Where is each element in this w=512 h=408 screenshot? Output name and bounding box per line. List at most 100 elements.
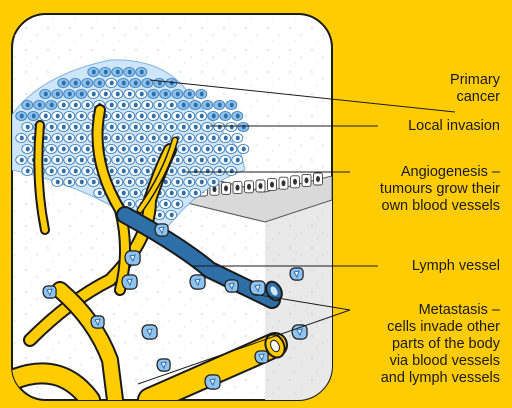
metastatic-cell bbox=[91, 316, 104, 328]
cancer-cell bbox=[130, 166, 141, 175]
cancer-cell bbox=[184, 89, 195, 98]
cancer-cell bbox=[22, 166, 33, 175]
cancer-cell bbox=[76, 155, 87, 164]
cancer-cell bbox=[196, 89, 207, 98]
cancer-cell bbox=[40, 111, 51, 120]
metastatic-cell bbox=[125, 251, 140, 265]
cancer-cell bbox=[136, 89, 147, 98]
cancer-cell bbox=[178, 188, 189, 197]
cancer-cell bbox=[106, 144, 117, 153]
cancer-cell bbox=[142, 144, 153, 153]
cancer-cell bbox=[40, 89, 51, 98]
cancer-cell bbox=[64, 111, 75, 120]
cancer-cell bbox=[124, 111, 135, 120]
cancer-cell bbox=[214, 166, 225, 175]
cancer-cell bbox=[64, 155, 75, 164]
cancer-cell bbox=[52, 177, 63, 186]
cancer-cell bbox=[130, 144, 141, 153]
cancer-cell bbox=[82, 78, 93, 87]
metastatic-cell bbox=[250, 281, 265, 295]
cancer-cell bbox=[46, 166, 57, 175]
cancer-cell bbox=[16, 155, 27, 164]
cancer-cell bbox=[160, 89, 171, 98]
cancer-cell bbox=[136, 111, 147, 120]
cancer-cell bbox=[226, 122, 237, 131]
cancer-cell bbox=[136, 155, 147, 164]
cancer-cell bbox=[226, 144, 237, 153]
cancer-cell bbox=[124, 155, 135, 164]
cancer-cell bbox=[70, 100, 81, 109]
cancer-cell bbox=[22, 144, 33, 153]
cancer-cell bbox=[154, 122, 165, 131]
metastatic-cell bbox=[190, 275, 205, 289]
cancer-cell bbox=[190, 100, 201, 109]
cancer-cell bbox=[52, 89, 63, 98]
cancer-cell bbox=[190, 122, 201, 131]
cancer-cell bbox=[106, 122, 117, 131]
cancer-cell bbox=[172, 111, 183, 120]
cancer-cell bbox=[220, 155, 231, 164]
label-local-invasion: Local invasion bbox=[408, 118, 500, 135]
cancer-cell bbox=[208, 155, 219, 164]
cancer-cell bbox=[184, 177, 195, 186]
cancer-cell bbox=[70, 78, 81, 87]
cancer-cell bbox=[208, 177, 219, 186]
cancer-cell bbox=[190, 144, 201, 153]
cancer-cell bbox=[130, 100, 141, 109]
cancer-cell bbox=[190, 188, 201, 197]
cancer-cell bbox=[112, 155, 123, 164]
cancer-cell bbox=[154, 78, 165, 87]
cancer-cell bbox=[136, 67, 147, 76]
cancer-cell bbox=[58, 144, 69, 153]
cancer-cell bbox=[112, 133, 123, 142]
cancer-cell bbox=[208, 133, 219, 142]
cancer-cell bbox=[196, 133, 207, 142]
cancer-cell bbox=[112, 67, 123, 76]
cancer-cell bbox=[100, 67, 111, 76]
cancer-cell bbox=[172, 89, 183, 98]
cancer-cell bbox=[118, 188, 129, 197]
cancer-cell bbox=[88, 67, 99, 76]
cancer-cell bbox=[106, 78, 117, 87]
cancer-cell bbox=[178, 122, 189, 131]
cancer-cell bbox=[166, 100, 177, 109]
cancer-cell bbox=[16, 111, 27, 120]
cancer-cell bbox=[220, 111, 231, 120]
cancer-cell bbox=[76, 111, 87, 120]
cancer-cell bbox=[238, 122, 249, 131]
cancer-cell bbox=[172, 199, 183, 208]
cancer-cell bbox=[166, 210, 177, 219]
cancer-cell bbox=[142, 122, 153, 131]
cancer-cell bbox=[136, 177, 147, 186]
cancer-cell bbox=[22, 100, 33, 109]
cancer-cell bbox=[130, 78, 141, 87]
cancer-cell bbox=[184, 155, 195, 164]
cancer-cell bbox=[88, 89, 99, 98]
cancer-cell bbox=[160, 111, 171, 120]
label-primary-cancer: Primary cancer bbox=[450, 72, 500, 106]
cancer-cell bbox=[148, 89, 159, 98]
cancer-cell bbox=[58, 166, 69, 175]
cancer-cell bbox=[76, 89, 87, 98]
cancer-cell bbox=[160, 199, 171, 208]
cancer-cell bbox=[70, 144, 81, 153]
cancer-cell bbox=[28, 111, 39, 120]
cancer-cell bbox=[232, 133, 243, 142]
cancer-cell bbox=[130, 122, 141, 131]
cancer-cell bbox=[106, 100, 117, 109]
cancer-cell bbox=[64, 89, 75, 98]
tissue-frame bbox=[12, 14, 332, 400]
cancer-cell bbox=[178, 144, 189, 153]
metastatic-cell bbox=[255, 351, 268, 363]
cancer-cell bbox=[202, 122, 213, 131]
cancer-cell bbox=[16, 133, 27, 142]
cancer-cell bbox=[52, 133, 63, 142]
cancer-cell bbox=[232, 111, 243, 120]
metastatic-cell bbox=[292, 325, 307, 339]
cancer-cell bbox=[136, 133, 147, 142]
label-lymph-vessel: Lymph vessel bbox=[412, 258, 500, 275]
cancer-cell bbox=[118, 78, 129, 87]
cancer-cell bbox=[58, 100, 69, 109]
cancer-cell bbox=[202, 166, 213, 175]
metastatic-cell bbox=[122, 275, 137, 289]
